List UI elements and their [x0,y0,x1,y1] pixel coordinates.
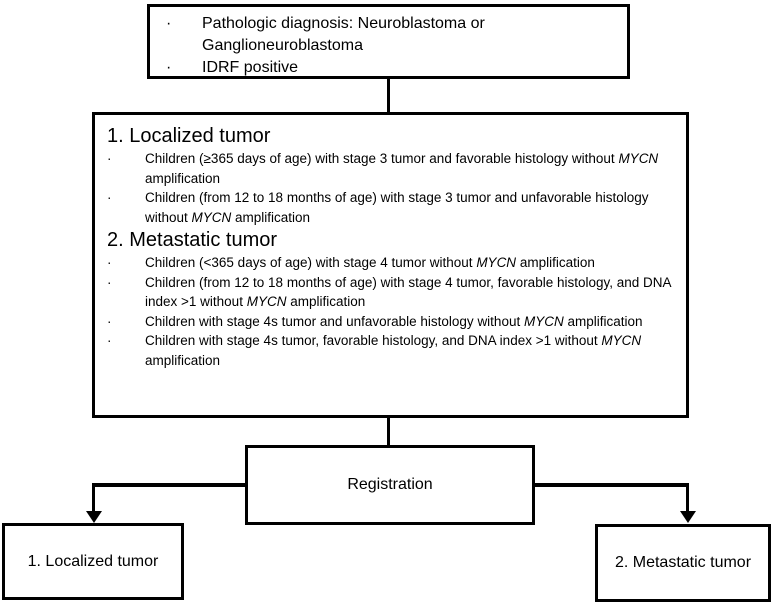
connector-right-horizontal [535,483,689,487]
bullet-marker: · [166,15,172,32]
outcome-box-metastatic: 2. Metastatic tumor [595,524,771,602]
criteria-box: 1. Localized tumor · Children (≥365 days… [92,112,689,418]
section-heading-localized: 1. Localized tumor [107,125,271,147]
list-item-text: Children (<365 days of age) with stage 4… [145,255,595,270]
outcome-metastatic-label: 2. Metastatic tumor [614,554,752,571]
bullet-marker: · [166,59,172,76]
list-item-text: IDRF positive [202,59,299,76]
registration-label: Registration [347,476,433,493]
bullet-marker: · [107,151,112,166]
list-item-text: Pathologic diagnosis: Neuroblastoma or G… [202,15,485,54]
bullet-marker: · [107,190,112,205]
list-item: · Children (<365 days of age) with stage… [107,253,672,273]
list-item: · Children (from 12 to 18 months of age)… [107,273,672,312]
bullet-marker: · [107,274,112,290]
registration-box: Registration [245,445,535,525]
bullet-marker: · [107,333,112,348]
outcome-localized-label: 1. Localized tumor [27,552,159,570]
list-item: · Children with stage 4s tumor and unfav… [107,312,672,332]
connector-main-to-registration [387,416,390,445]
section-heading-metastatic: 2. Metastatic tumor [107,229,278,251]
eligibility-box: · Pathologic diagnosis: Neuroblastoma or… [147,4,630,79]
list-item: · Children with stage 4s tumor, favorabl… [107,331,672,370]
list-item: · Children (≥365 days of age) with stage… [107,149,672,188]
list-item-text: Children (from 12 to 18 months of age) w… [145,190,649,225]
bullet-marker: · [107,313,112,329]
list-item-text: Children with stage 4s tumor and unfavor… [145,313,643,329]
list-item-text: Children (from 12 to 18 months of age) w… [145,274,671,310]
connector-left-vertical [92,483,95,512]
arrow-down-left-icon [86,511,102,523]
list-item-text: Children (≥365 days of age) with stage 3… [145,151,659,186]
arrow-down-right-icon [680,511,696,523]
outcome-box-localized: 1. Localized tumor [2,523,184,600]
list-item: · IDRF positive [166,57,617,79]
list-item-text: Children with stage 4s tumor, favorable … [145,333,642,368]
bullet-marker: · [107,255,112,270]
connector-left-horizontal [92,483,245,487]
list-item: · Pathologic diagnosis: Neuroblastoma or… [166,13,617,57]
list-item: · Children (from 12 to 18 months of age)… [107,188,672,227]
connector-right-vertical [686,483,689,512]
connector-top-to-main [387,78,390,112]
